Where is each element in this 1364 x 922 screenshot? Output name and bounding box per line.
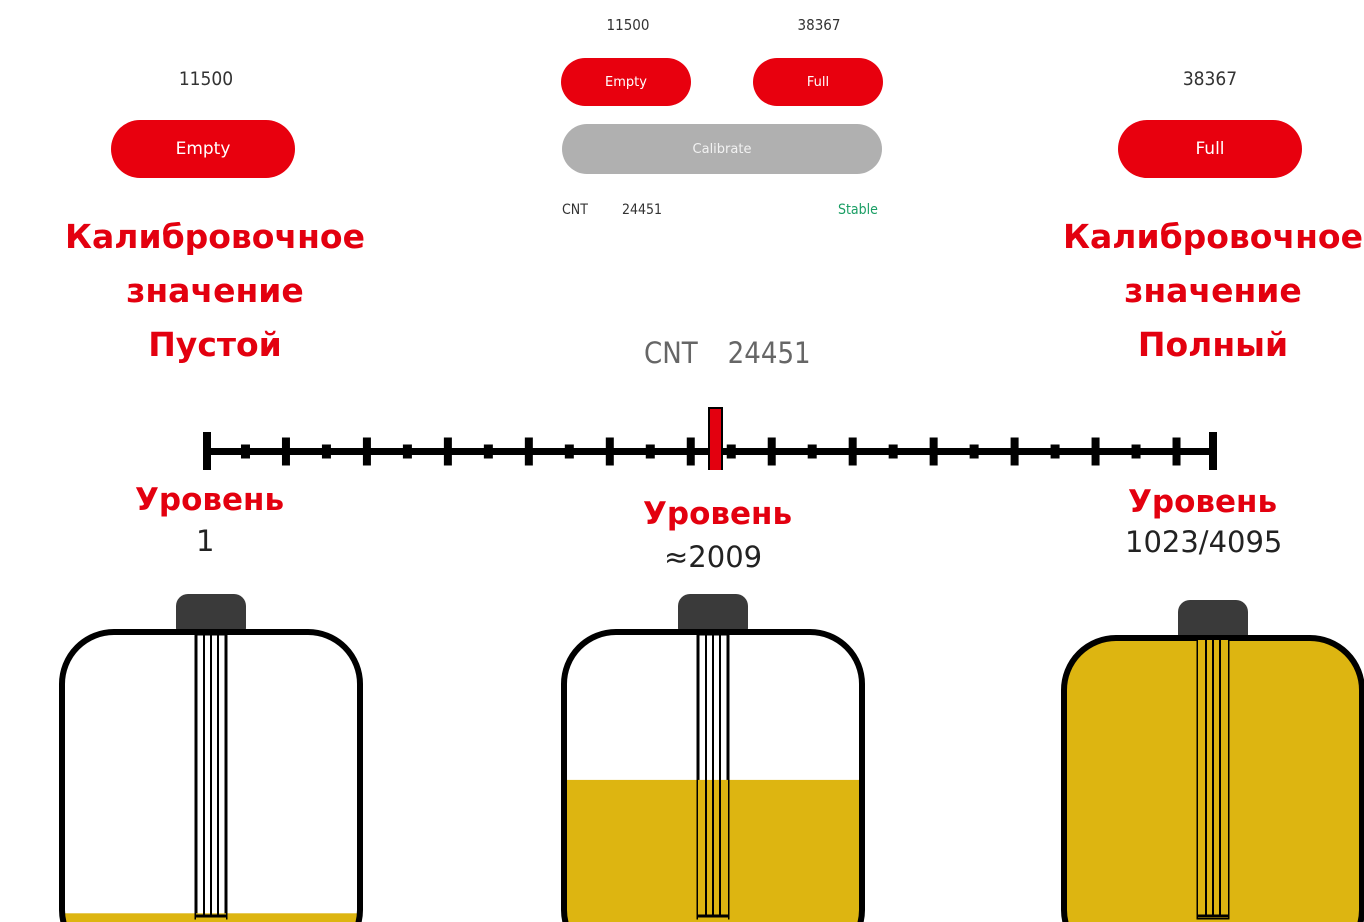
scale-minor-tick [1131, 444, 1141, 459]
scale-major-tick [443, 437, 452, 466]
panel-empty-button[interactable]: Empty [561, 58, 691, 106]
scale-major-tick [1010, 437, 1019, 466]
current-position-marker [708, 407, 723, 470]
level-3-title: Уровень [1128, 484, 1278, 520]
scale-major-tick [686, 437, 695, 466]
scale-minor-tick [969, 444, 979, 459]
tank-body [1061, 635, 1364, 922]
scale-minor-tick [807, 444, 817, 459]
level-2-title: Уровень [643, 496, 793, 532]
empty-calibration-caption: Калибровочное значение Пустой [40, 210, 390, 372]
cnt-value: 24451 [727, 336, 811, 370]
caption-line: Полный [1137, 325, 1289, 364]
scale-major-tick [767, 437, 776, 466]
tank-full [1061, 600, 1364, 922]
calibrate-button[interactable]: Calibrate [562, 124, 882, 174]
scale-major-tick [848, 437, 857, 466]
caption-line: значение [126, 271, 304, 310]
tank-cap [678, 594, 748, 640]
scale-minor-tick [1050, 444, 1060, 459]
level-2-value: ≈2009 [664, 540, 763, 574]
level-1-title: Уровень [135, 482, 285, 518]
scale-end-tick [203, 432, 211, 470]
cnt-reading: CNT 24451 [644, 336, 841, 370]
empty-button[interactable]: Empty [111, 120, 295, 178]
scale-minor-tick [888, 444, 898, 459]
tank-empty [59, 594, 363, 922]
empty-calibration-value: 11500 [178, 68, 234, 90]
panel-cnt-label: CNT [562, 202, 588, 218]
scale-ticks [203, 432, 1217, 470]
tank-body [59, 629, 363, 922]
scale-major-tick [362, 437, 371, 466]
panel-full-button[interactable]: Full [753, 58, 883, 106]
caption-line: Калибровочное [65, 217, 365, 256]
scale-minor-tick [726, 444, 736, 459]
panel-full-value: 38367 [797, 16, 841, 34]
scale-major-tick [1091, 437, 1100, 466]
full-calibration-value: 38367 [1182, 68, 1238, 90]
scale-minor-tick [564, 444, 574, 459]
panel-cnt-value: 24451 [622, 202, 663, 218]
scale-minor-tick [321, 444, 331, 459]
caption-line: Пустой [148, 325, 282, 364]
calibration-scale [203, 407, 1217, 470]
tank-cap [1178, 600, 1248, 646]
tank-middle [561, 594, 865, 922]
scale-major-tick [929, 437, 938, 466]
tank-body [561, 629, 865, 922]
cnt-label: CNT [644, 336, 698, 370]
status-stable: Stable [838, 202, 878, 218]
scale-minor-tick [402, 444, 412, 459]
level-3-value: 1023/4095 [1125, 525, 1283, 559]
panel-empty-value: 11500 [606, 16, 650, 34]
scale-major-tick [605, 437, 614, 466]
tank-cap [176, 594, 246, 640]
scale-major-tick [1172, 437, 1181, 466]
scale-minor-tick [240, 444, 250, 459]
scale-end-tick [1209, 432, 1217, 470]
full-button[interactable]: Full [1118, 120, 1302, 178]
scale-major-tick [281, 437, 290, 466]
scale-minor-tick [483, 444, 493, 459]
level-1-value: 1 [196, 524, 215, 558]
full-calibration-caption: Калибровочное значение Полный [1038, 210, 1364, 372]
scale-major-tick [524, 437, 533, 466]
caption-line: Калибровочное [1063, 217, 1363, 256]
caption-line: значение [1124, 271, 1302, 310]
scale-minor-tick [645, 444, 655, 459]
